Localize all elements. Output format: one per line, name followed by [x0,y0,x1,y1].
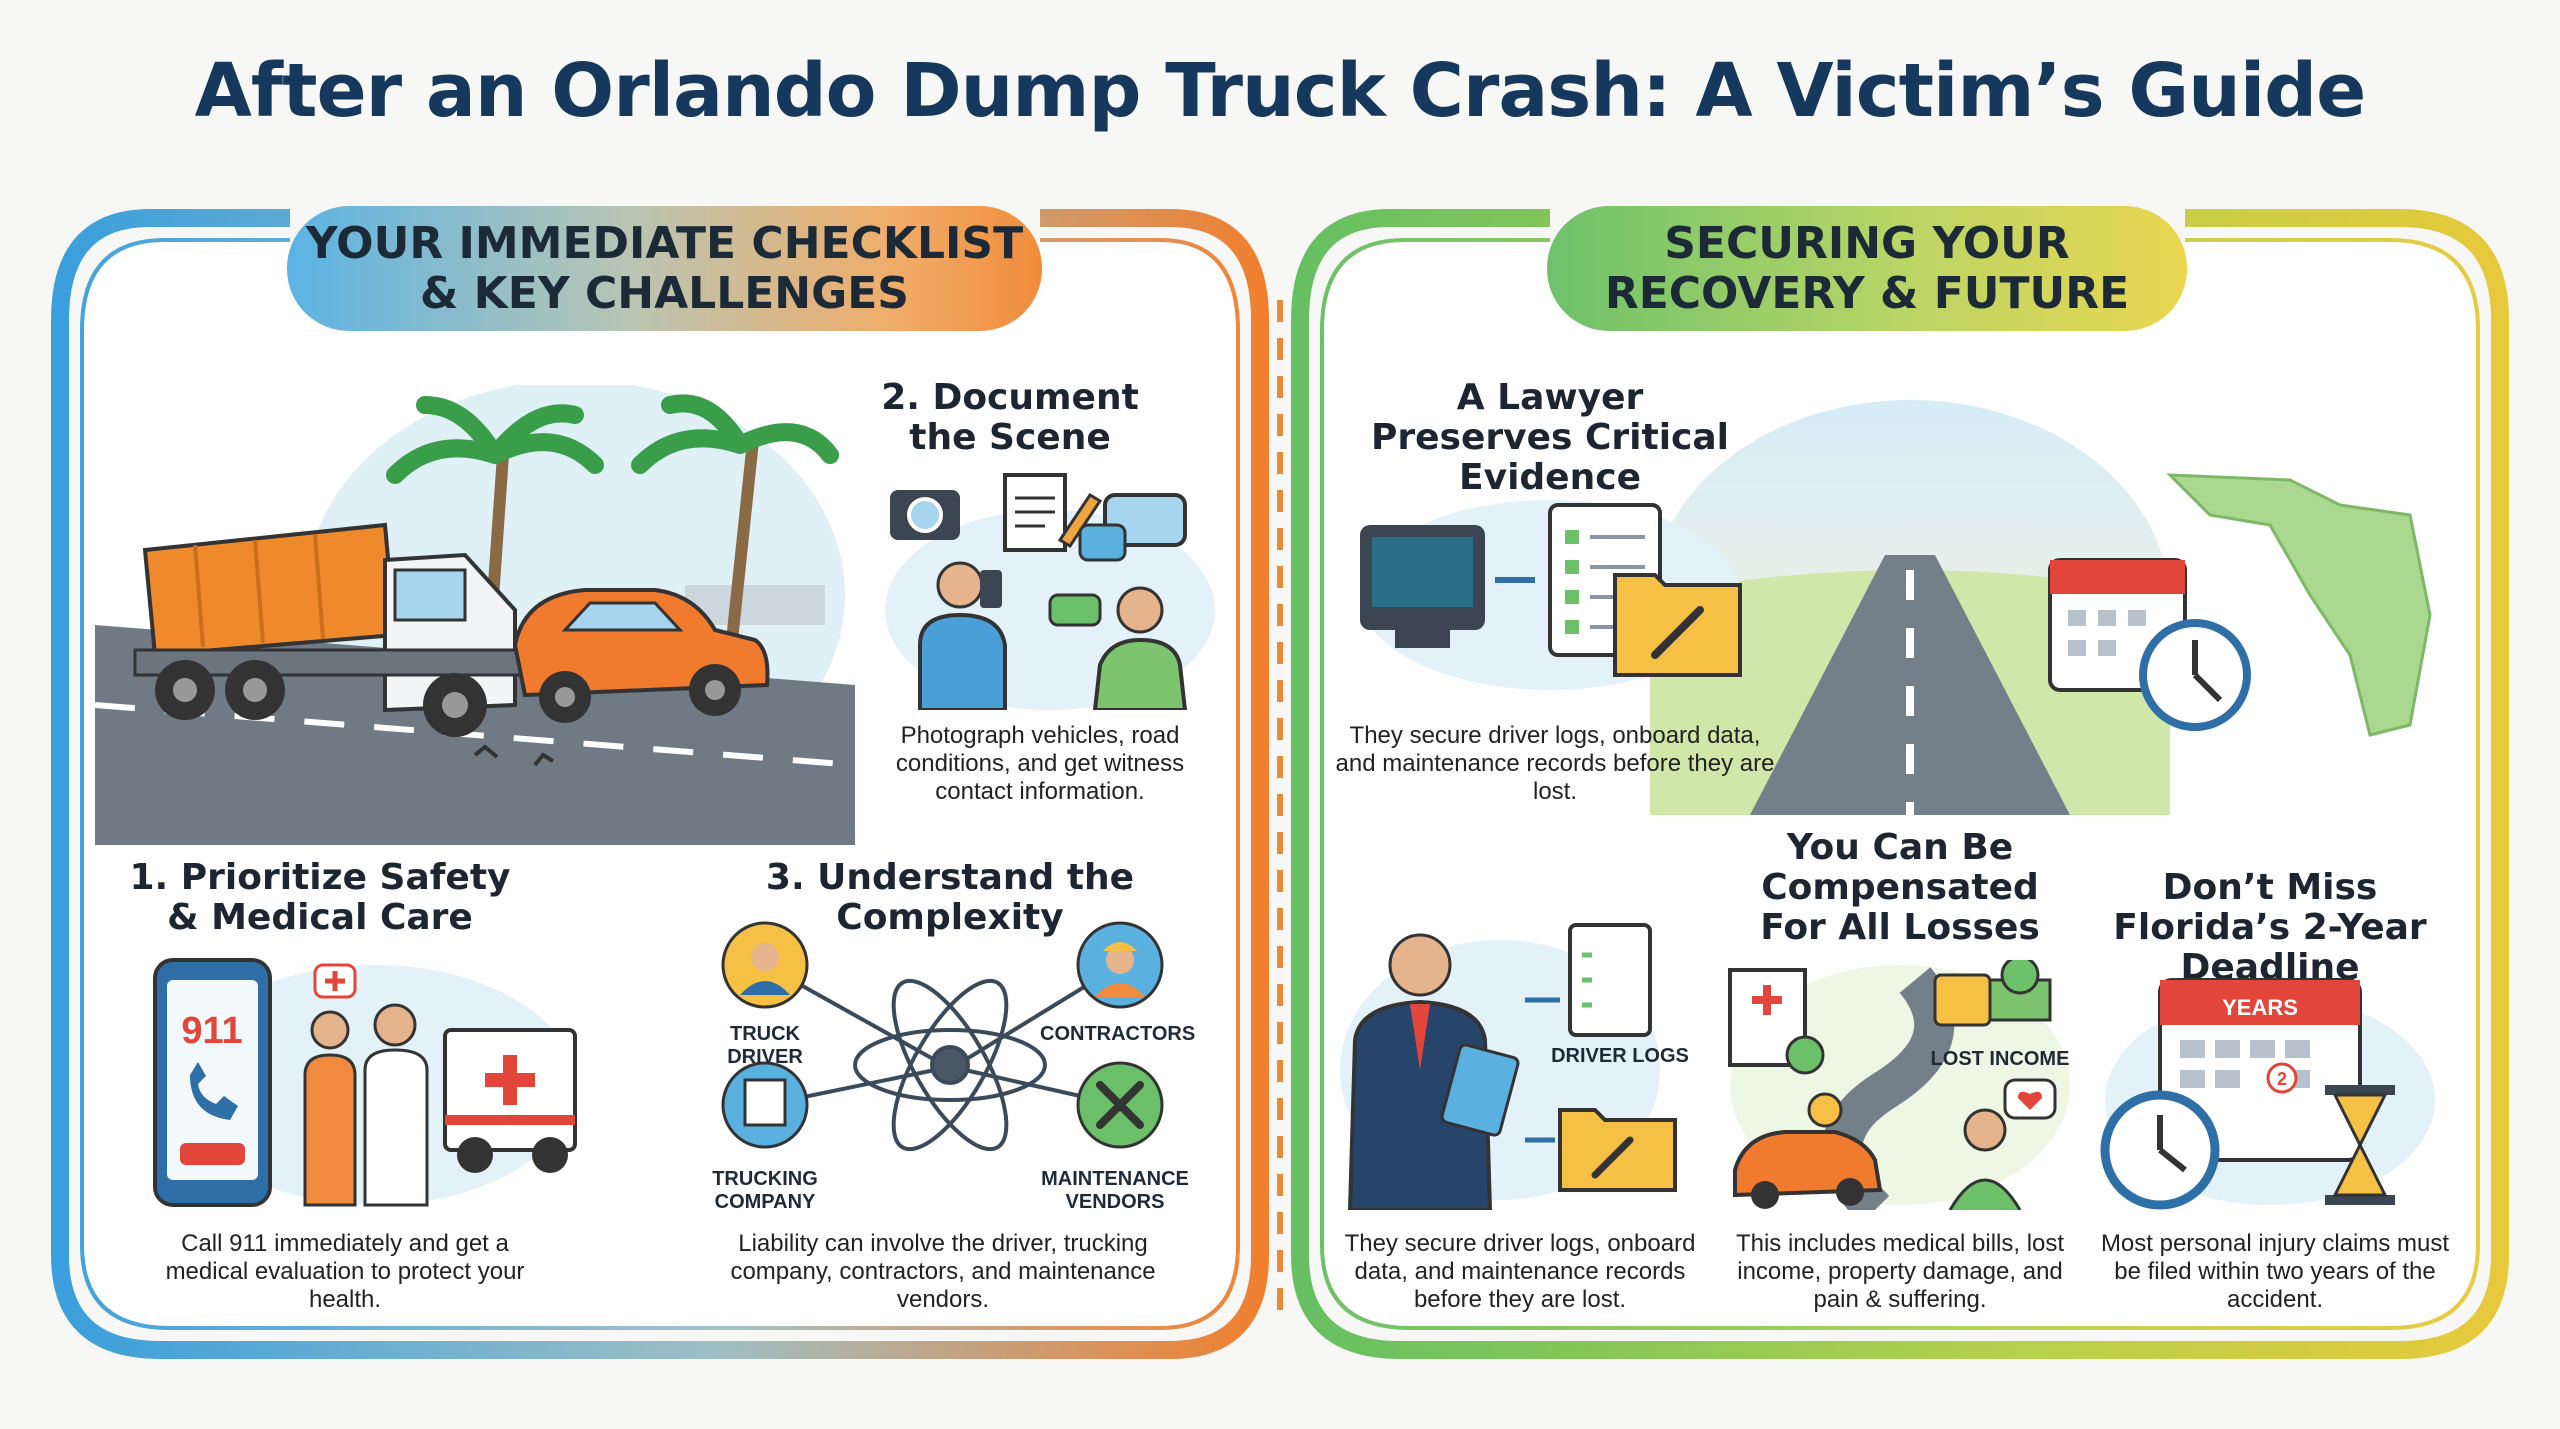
notepad-icon [1003,473,1103,552]
party-truck-driver: TRUCK DRIVER [727,1023,803,1068]
witness-icon [1048,586,1188,710]
contractor-icon [1076,921,1164,1009]
medical-care-illustration: 911 [153,958,577,1207]
step2-title: 2. Document the Scene [881,377,1139,458]
calendar-number: 2 [2277,1069,2287,1089]
road-to-recovery-illustration [1650,400,2432,815]
maintenance-wrench-icon [1076,1061,1164,1149]
calendar-icon: YEARS 2 [2158,978,2362,1162]
step2-caption: Photograph vehicles, road conditions, an… [895,722,1185,805]
folder-wrench-icon [1558,1108,1677,1192]
party-contractors: CONTRACTORS [1040,1023,1196,1045]
chat-bubble-icon [1078,493,1187,562]
clock-icon [2139,619,2251,731]
left-panel-header: YOUR IMMEDIATE CHECKLIST & KEY CHALLENGE… [287,206,1042,331]
deadline-caption: Most personal injury claims must be file… [2100,1230,2450,1313]
step3-caption: Liability can involve the driver, trucki… [730,1230,1156,1313]
trucking-company-icon [721,1061,809,1149]
folder-wrench-icon [1613,573,1742,677]
camera-icon [890,490,960,540]
florida-map-icon [2166,473,2432,737]
party-maintenance-vendors: MAINTENANCE VENDORS [1041,1168,1189,1213]
step1-title: 1. Prioritize Safety & Medical Care [129,857,511,938]
phone-icon: 911 [153,958,272,1207]
phone-911-text: 911 [181,1010,242,1052]
party-trucking-company: TRUCKING COMPANY [712,1168,818,1213]
deadline-illustration: YEARS 2 [2100,978,2435,1210]
person-photographing-icon [918,561,1007,710]
document-scene-illustration [885,473,1215,710]
lost-income-label: LOST INCOME [1930,1048,2070,1070]
evidence-caption: They secure driver logs, onboard data, a… [1335,722,1775,805]
lawyer-illustration [1340,923,1677,1210]
onboard-monitor-icon [1360,525,1485,648]
evidence-illustration [1360,500,1742,690]
ambulance-icon [443,1028,577,1173]
atom-icon [853,978,1047,1152]
clock-icon [2100,1090,2220,1210]
compensation-caption: This includes medical bills, lost income… [1735,1230,2065,1313]
right-panel-header: SECURING YOUR RECOVERY & FUTURE [1547,206,2187,331]
liability-network-diagram [721,921,1164,1152]
step1-caption: Call 911 immediately and get a medical e… [165,1230,525,1313]
truck-crash-illustration [95,385,855,845]
lawyer-caption: They secure driver logs, onboard data, a… [1344,1230,1696,1313]
driver-logs-clipboard-icon [1568,923,1652,1037]
doctor-and-patient-icon [303,963,429,1207]
car-icon [512,588,770,723]
driver-logs-label: DRIVER LOGS [1551,1045,1689,1067]
medical-bill-icon [1728,968,1825,1075]
step3-title: 3. Understand the Complexity [765,857,1135,938]
compensation-title: You Can Be Compensated For All Losses [1760,827,2040,948]
truck-driver-icon [721,921,809,1009]
coins-icon [1933,960,2052,1027]
compensation-illustration [1728,960,2070,1210]
left-panel-outline [51,209,1269,1359]
page-title: After an Orlando Dump Truck Crash: A Vic… [194,48,2367,134]
right-panel-outline [1291,209,2509,1359]
dump-truck-icon [133,522,527,737]
damaged-car-icon [1733,1092,1883,1209]
evidence-title: A Lawyer Preserves Critical Evidence [1370,377,1730,498]
hourglass-icon [2325,1085,2395,1205]
calendar-years-label: YEARS [2222,995,2298,1020]
lawyer-icon [1347,933,1520,1210]
person-heart-icon [1948,1078,2057,1210]
